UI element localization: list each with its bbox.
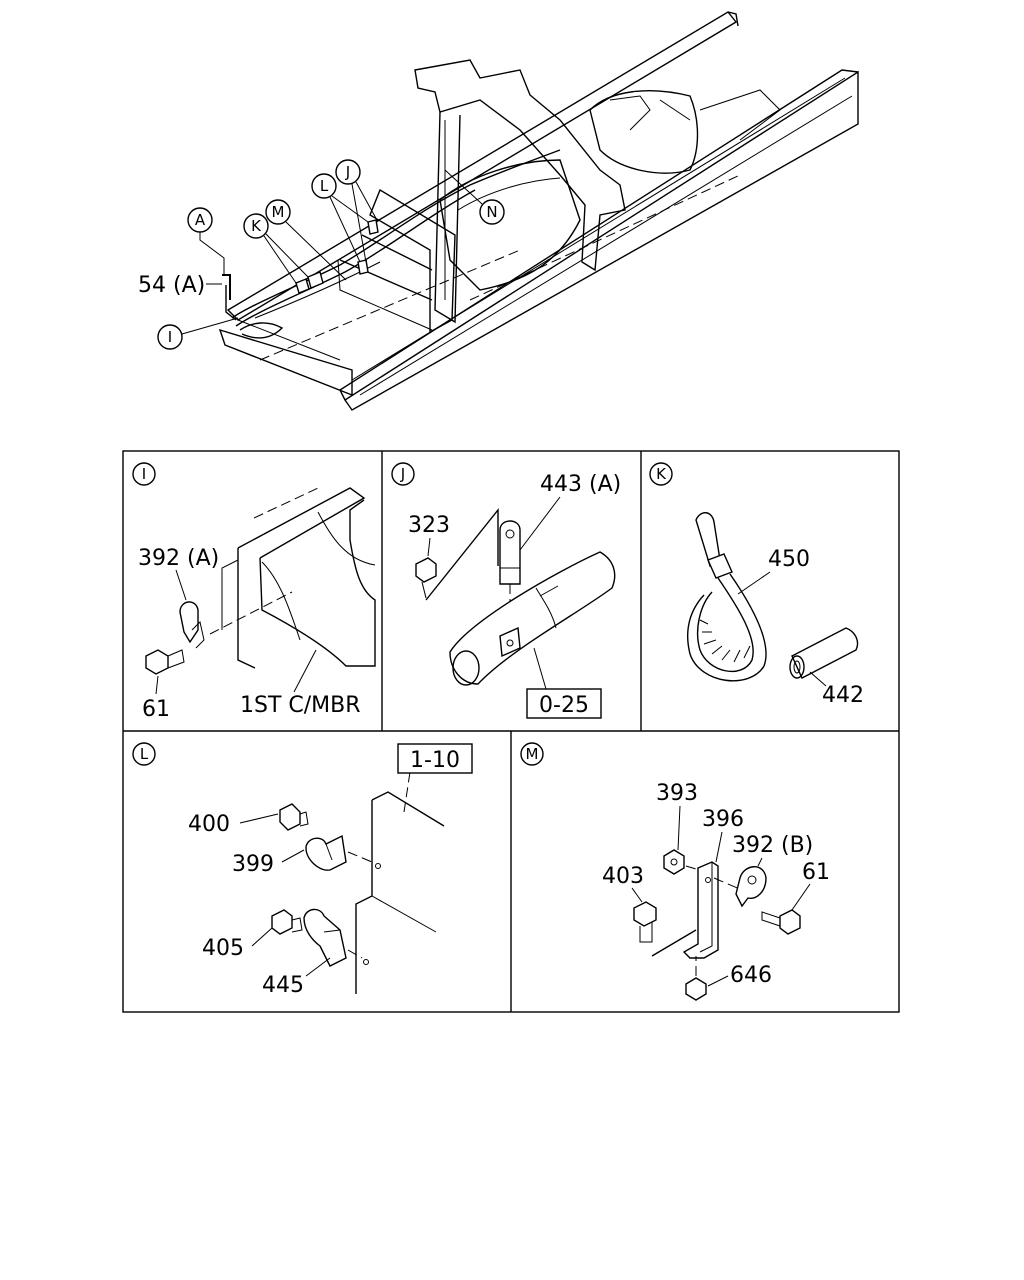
nut-323 <box>415 557 437 599</box>
clip-392b <box>735 866 767 908</box>
nut-393 <box>663 849 685 875</box>
svg-text:M: M <box>526 745 539 763</box>
svg-text:J: J <box>345 163 350 181</box>
bolt-61 <box>145 649 185 675</box>
label-445: 445 <box>262 973 304 998</box>
panel-m: M 393 396 <box>520 742 830 1001</box>
label-392a: 392 (A) <box>138 546 219 571</box>
label-396: 396 <box>702 807 744 832</box>
svg-text:I: I <box>142 465 146 483</box>
fuel-pipe <box>449 551 616 686</box>
bracket-396 <box>651 861 719 959</box>
svg-text:I: I <box>168 328 172 346</box>
clip-392a <box>179 601 205 649</box>
label-442: 442 <box>822 683 864 708</box>
label-323: 323 <box>408 513 450 538</box>
panel-k: K 450 442 <box>649 462 864 708</box>
label-405: 405 <box>202 936 244 961</box>
label-400: 400 <box>188 812 230 837</box>
callout-i: I <box>157 317 239 350</box>
clip-445 <box>303 908 347 967</box>
ref-box-1-10: 1-10 <box>397 743 473 774</box>
flange-nut-646 <box>685 956 707 1001</box>
svg-text:J: J <box>400 465 405 483</box>
panel-m-callout: M <box>520 742 544 766</box>
tank-bracket-plate <box>355 771 445 994</box>
svg-text:L: L <box>320 177 329 195</box>
label-646: 646 <box>730 963 772 988</box>
panel-l: L 1-10 400 <box>132 742 473 998</box>
callout-l: L <box>311 173 369 263</box>
panel-l-callout: L <box>132 742 156 766</box>
svg-text:M: M <box>272 203 285 221</box>
label-403: 403 <box>602 864 644 889</box>
bolt-400 <box>279 803 309 831</box>
label-61: 61 <box>142 697 170 722</box>
bolt-405 <box>271 909 303 935</box>
panel-k-callout: K <box>649 462 673 486</box>
panel-j-callout: J <box>391 462 415 486</box>
label-1st-crossmember: 1ST C/MBR <box>240 693 361 718</box>
band-450 <box>687 512 767 682</box>
svg-text:N: N <box>486 203 497 221</box>
svg-text:L: L <box>140 745 149 763</box>
label-443a: 443 (A) <box>540 472 621 497</box>
svg-text:K: K <box>656 465 667 483</box>
part-label-54a: 54 (A) <box>138 273 222 298</box>
panel-j: J 323 443 (A) 0-25 <box>391 462 621 719</box>
first-crossmember <box>209 487 376 669</box>
ref-box-0-25: 0-25 <box>526 688 602 719</box>
panel-i: I 392 (A) 61 1ST C/MBR <box>132 462 376 722</box>
callout-k: K <box>243 213 309 284</box>
callout-a: A <box>187 207 225 276</box>
svg-text:54 (A): 54 (A) <box>138 273 205 298</box>
bolt-61-m <box>761 909 801 935</box>
bolt-403 <box>633 901 657 943</box>
label-61-m: 61 <box>802 860 830 885</box>
chassis-overview <box>218 11 859 411</box>
svg-text:K: K <box>251 217 262 235</box>
svg-text:0-25: 0-25 <box>539 693 589 718</box>
clip-399 <box>305 834 347 871</box>
label-450: 450 <box>768 547 810 572</box>
overview-callouts: A K M L J N <box>138 159 505 350</box>
callout-j: J <box>335 159 379 263</box>
tube-442 <box>789 627 859 679</box>
label-392b: 392 (B) <box>732 833 813 858</box>
svg-text:1-10: 1-10 <box>410 748 460 773</box>
svg-text:A: A <box>195 211 206 229</box>
label-393: 393 <box>656 781 698 806</box>
callout-m: M <box>265 199 347 281</box>
detail-panel-grid <box>122 450 900 1013</box>
callout-n: N <box>444 169 505 225</box>
panel-i-callout: I <box>132 462 156 486</box>
label-399: 399 <box>232 852 274 877</box>
